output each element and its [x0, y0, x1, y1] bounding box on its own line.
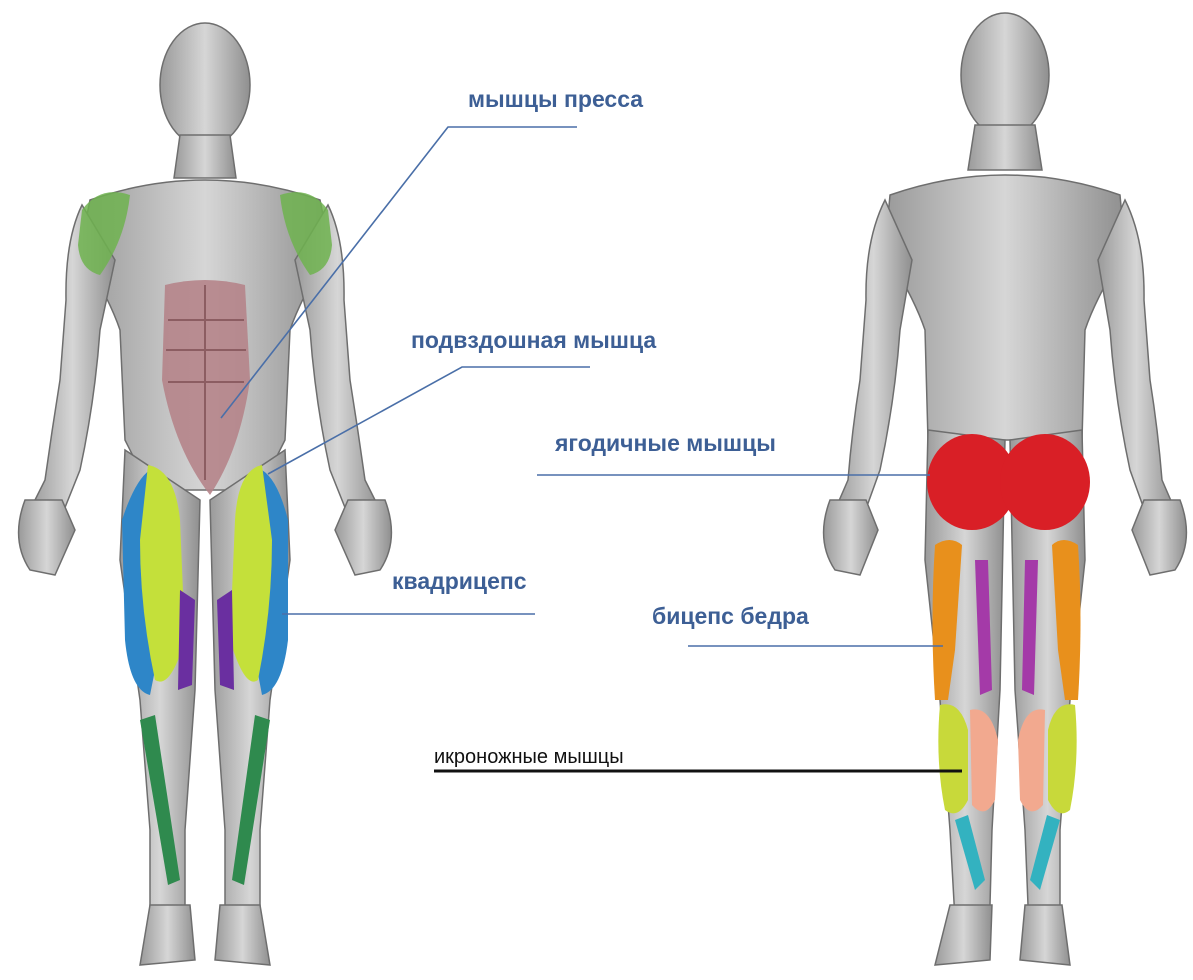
front-neck — [174, 135, 236, 178]
front-right-foot — [215, 905, 270, 965]
back-left-foot — [935, 905, 992, 965]
front-body-figure — [19, 23, 392, 965]
back-left-hand — [824, 500, 878, 575]
front-left-foot — [140, 905, 195, 965]
back-right-arm — [1098, 200, 1175, 520]
right-gluteus — [1000, 434, 1090, 530]
back-right-hand — [1132, 500, 1186, 575]
back-torso — [885, 175, 1125, 440]
front-head — [160, 23, 250, 147]
abs-label: мышцы пресса — [468, 88, 643, 111]
left-calf-lateral — [938, 704, 968, 813]
back-left-arm — [835, 200, 912, 520]
right-calf-lateral — [1048, 704, 1077, 813]
iliac-muscle-label: подвздошная мышца — [411, 329, 656, 352]
back-neck — [968, 125, 1042, 170]
hamstrings-label: бицепс бедра — [652, 605, 809, 628]
glutes-label: ягодичные мышцы — [555, 432, 776, 455]
calves-label: икроножные мышцы — [434, 747, 624, 767]
front-right-hand — [335, 500, 391, 575]
quadriceps-label: квадрицепс — [392, 570, 527, 593]
back-right-foot — [1020, 905, 1070, 965]
back-head — [961, 13, 1049, 137]
front-left-hand — [19, 500, 75, 575]
